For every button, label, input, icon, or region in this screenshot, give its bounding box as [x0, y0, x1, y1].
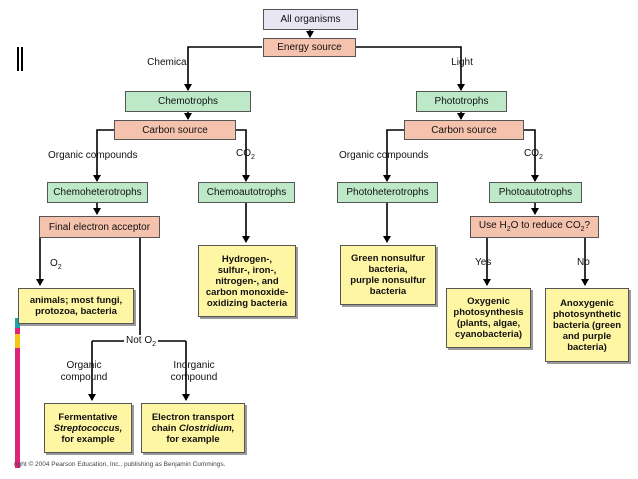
node-all-organisms: All organisms — [263, 9, 358, 30]
example-anoxygenic: Anoxygenic photosynthetic bacteria (gree… — [545, 288, 629, 362]
node-chemotrophs-label: Chemotrophs — [157, 96, 219, 107]
example-oxygenic: Oxygenic photosynthesis (plants, algae, … — [446, 288, 531, 348]
node-phototrophs-label: Phototrophs — [434, 96, 489, 107]
fermentative-line3: for example — [61, 433, 115, 445]
edge-label-organic-compounds-right: Organic compounds — [339, 150, 429, 161]
edge-label-o2: O2 — [50, 258, 62, 274]
node-photoheterotrophs: Photoheterotrophs — [337, 182, 438, 203]
edge-label-co2-left: CO2 — [236, 148, 255, 164]
edge-label-chemical: Chemical — [147, 57, 189, 68]
co2-left-sub: 2 — [251, 154, 255, 161]
node-energy-source-label: Energy source — [277, 42, 342, 53]
example-animals-fungi: animals; most fungi, protozoa, bacteria — [18, 288, 134, 324]
not-o2-sub: 2 — [152, 341, 157, 348]
fermentative-line1: Fermentative — [58, 411, 118, 423]
example-chemoautotrophs: Hydrogen-, sulfur-, iron-, nitrogen-, an… — [198, 245, 296, 317]
node-chemoheterotrophs: Chemoheterotrophs — [47, 182, 148, 203]
example-photoheterotrophs: Green nonsulfur bacteria, purple nonsulf… — [340, 245, 436, 305]
deco-accent-yellow — [15, 334, 20, 348]
edge-chemical — [184, 46, 262, 91]
electron-transport-italic: Clostridium, — [179, 422, 235, 434]
use-h2o-middle: O to reduce CO — [510, 219, 581, 231]
electron-transport-prefix: chain — [151, 422, 180, 434]
node-chemoheterotrophs-label: Chemoheterotrophs — [53, 187, 142, 198]
electron-transport-line2: chain Clostridium, — [152, 423, 235, 434]
edge-organic-left — [93, 129, 114, 182]
co2-right-sub: 2 — [539, 154, 543, 161]
node-carbon-source-right-label: Carbon source — [431, 124, 497, 136]
edge-label-inorganic-compound: Inorganic compound — [170, 360, 218, 383]
edge-label-organic-compound: Organic compound — [60, 360, 108, 383]
co2-right-main: CO — [524, 148, 539, 159]
node-carbon-source-right: Carbon source — [404, 120, 524, 140]
node-chemoautotrophs: Chemoautotrophs — [198, 182, 295, 203]
electron-transport-line1: Electron transport — [151, 411, 235, 423]
node-carbon-source-left: Carbon source — [114, 120, 236, 140]
node-chemotrophs: Chemotrophs — [125, 91, 251, 112]
example-electron-transport: Electron transport chain Clostridium, fo… — [141, 403, 245, 453]
node-all-organisms-label: All organisms — [280, 14, 341, 25]
edge-label-not-o2: Not O2 — [124, 335, 159, 351]
deco-bar-1 — [17, 47, 19, 71]
node-photoautotrophs-label: Photoautotrophs — [498, 187, 573, 198]
edge-label-yes: Yes — [475, 257, 492, 268]
deco-accent-teal — [15, 318, 20, 328]
co2-left-main: CO — [236, 148, 251, 159]
o2-main: O — [50, 258, 58, 269]
use-h2o-suffix: ? — [584, 219, 591, 231]
fermentative-italic: Streptococcus, — [53, 422, 123, 434]
node-final-electron-acceptor: Final electron acceptor — [39, 216, 160, 238]
edge-co2-left — [236, 129, 250, 182]
edge-label-organic-compounds-left: Organic compounds — [48, 150, 138, 161]
node-phototrophs: Phototrophs — [416, 91, 507, 112]
edge-organic-right — [383, 129, 404, 182]
copyright-notice: right © 2004 Pearson Education, Inc., pu… — [14, 461, 226, 468]
edge-label-co2-right: CO2 — [524, 148, 543, 164]
node-photoautotrophs: Photoautotrophs — [489, 182, 582, 203]
node-carbon-source-left-label: Carbon source — [142, 124, 208, 136]
use-h2o-sub2: 2 — [580, 225, 585, 233]
use-h2o-prefix: Use H — [478, 219, 507, 231]
edge-co2-right — [524, 129, 539, 182]
node-chemoautotrophs-label: Chemoautotrophs — [206, 187, 287, 198]
deco-bar-2 — [21, 47, 23, 71]
edge-light — [356, 46, 465, 91]
edge-label-light: Light — [451, 57, 473, 68]
deco-accent-pink — [15, 318, 20, 468]
edge-label-no: No — [577, 257, 590, 268]
node-use-h2o-decision: Use H2O to reduce CO2? — [470, 216, 599, 238]
example-fermentative: Fermentative Streptococcus, for example — [44, 403, 132, 453]
electron-transport-line3: for example — [166, 433, 220, 445]
o2-sub: 2 — [57, 264, 62, 271]
node-use-h2o-label: Use H2O to reduce CO2? — [479, 220, 590, 235]
not-o2-main: Not O — [126, 335, 153, 346]
node-final-electron-acceptor-label: Final electron acceptor — [48, 221, 151, 233]
use-h2o-sub1: 2 — [506, 225, 511, 233]
node-energy-source: Energy source — [263, 38, 356, 57]
node-photoheterotrophs-label: Photoheterotrophs — [346, 187, 429, 198]
